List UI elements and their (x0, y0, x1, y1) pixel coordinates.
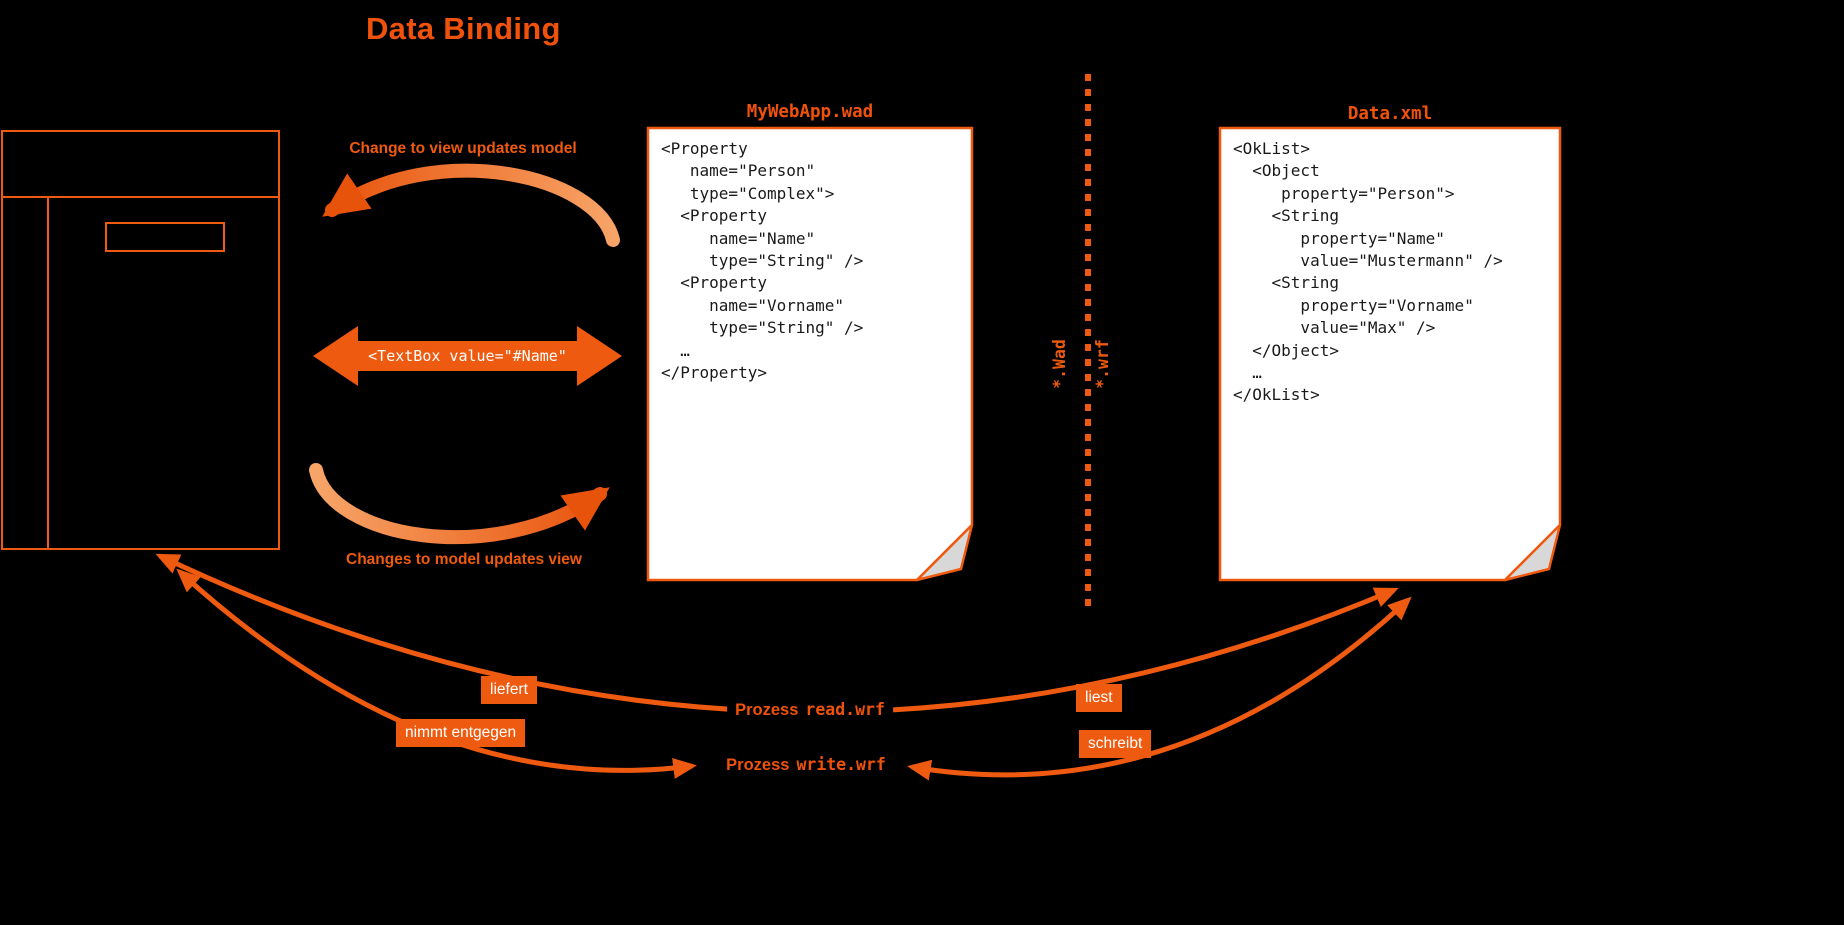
wad-document-fold-icon (915, 523, 974, 582)
textbox-binding-label: <TextBox value="#Name" (368, 347, 567, 365)
wad-format-label: *.Wad (1050, 339, 1069, 389)
nimmt-entgegen-badge: nimmt entgegen (396, 719, 526, 747)
browser-header (3, 132, 278, 198)
read-process-curve (155, 553, 1399, 715)
textbox-binding-arrow: <TextBox value="#Name" (313, 326, 622, 386)
schreibt-badge: schreibt (1079, 730, 1152, 758)
read-process-prefix: Prozess (735, 701, 799, 719)
write-process-name: write.wrf (796, 755, 886, 774)
page-title: Data Binding (366, 11, 561, 46)
wrf-format-label: *.wrf (1093, 339, 1112, 389)
xml-document-title: Data.xml (1347, 104, 1433, 124)
write-process-prefix: Prozess (726, 756, 790, 774)
view-textbox (105, 222, 225, 252)
browser-sidebar (3, 198, 49, 548)
liefert-badge: liefert (481, 676, 537, 704)
model-updates-view-arrow (309, 463, 610, 545)
view-updates-model-arrow (322, 163, 620, 247)
view-updates-model-label: Change to view updates model (349, 140, 577, 157)
read-process-label: Prozess read.wrf (727, 699, 893, 721)
model-updates-view-label: Changes to model updates view (346, 551, 582, 568)
write-process-label: Prozess write.wrf (718, 754, 894, 776)
wad-document-title: MyWebApp.wad (746, 102, 874, 122)
browser-window (1, 130, 280, 550)
wad-document-code: <Property name="Person" type="Complex"> … (661, 139, 864, 383)
liest-badge: liest (1076, 684, 1122, 712)
write-process-curve-right (907, 596, 1412, 781)
xml-document-code: <OkList> <Object property="Person"> <Str… (1233, 139, 1503, 405)
read-process-name: read.wrf (805, 700, 885, 719)
xml-document-fold-icon (1503, 523, 1562, 582)
